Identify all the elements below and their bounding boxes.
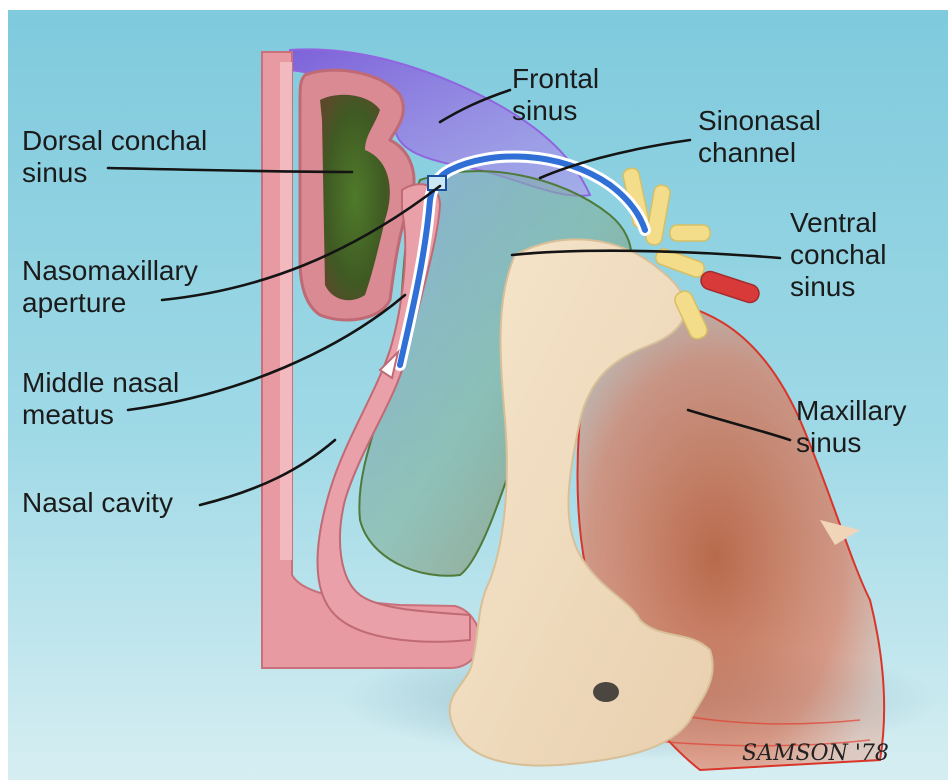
label-nasal-cavity: Nasal cavity [22, 487, 173, 518]
foramen [593, 682, 619, 702]
artist-signature: SAMSON '78 [742, 741, 889, 766]
